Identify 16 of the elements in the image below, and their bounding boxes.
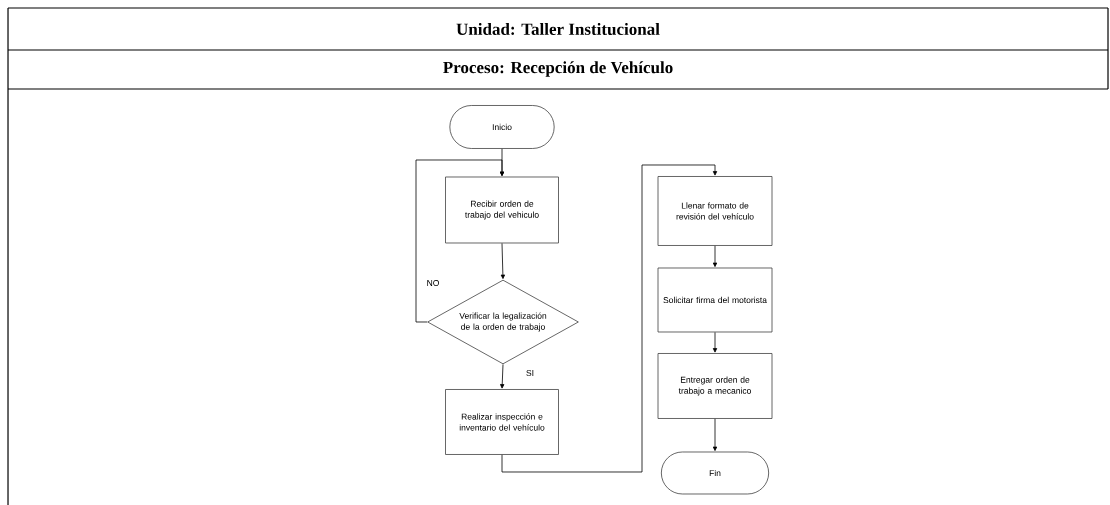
arrow [415, 159, 505, 323]
arrow [501, 164, 718, 473]
table-cell: Unidad: Taller Institucional [456, 23, 660, 35]
arrow [500, 243, 505, 279]
process-box: Entregar orden de trabajo a mecanico [657, 353, 773, 419]
process-box: Llenar formato de revisión del vehículo [657, 176, 773, 246]
process-box: Solicitar firma del motorista [657, 267, 773, 333]
arrow [712, 245, 718, 267]
table-cell: Proceso: Recepción de Vehículo [443, 61, 673, 77]
process-box: Recibir orden de trabajo del vehiculo [445, 176, 559, 244]
edge-label: SI [526, 370, 534, 376]
arrow [712, 418, 718, 451]
edge-label: NO [427, 280, 439, 286]
arrow [712, 332, 718, 353]
process-box: Realizar inspección e inventario del vehículo [445, 389, 559, 455]
arrow [500, 364, 505, 389]
